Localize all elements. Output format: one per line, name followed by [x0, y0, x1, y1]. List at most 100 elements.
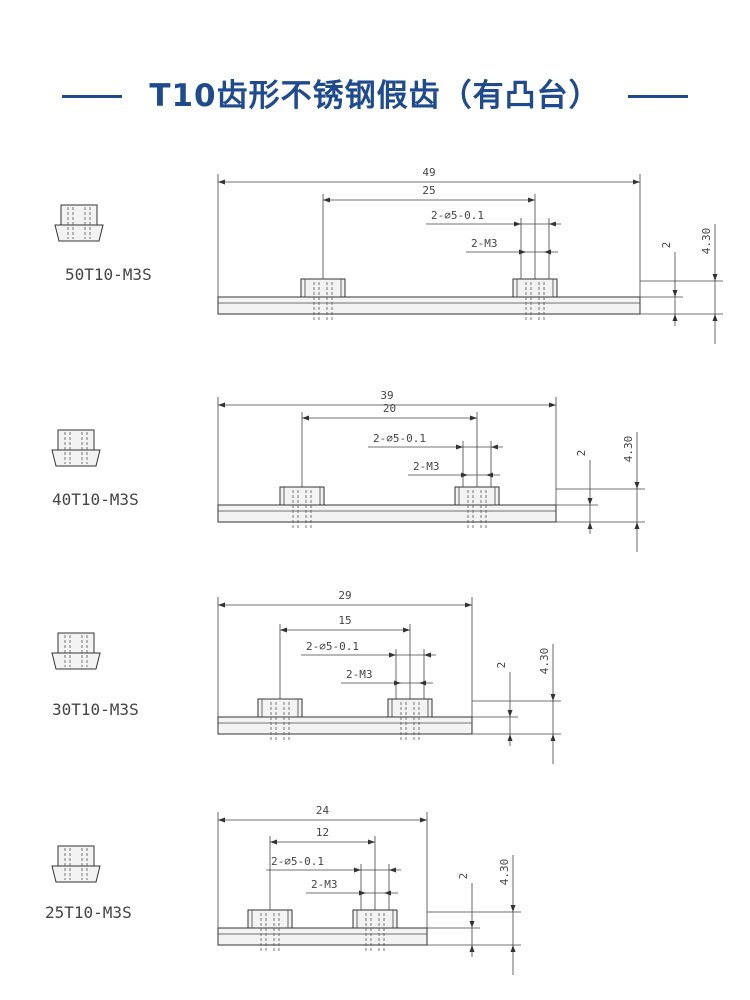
dimension-arrow [469, 945, 475, 952]
dimension-arrow [354, 867, 361, 873]
profile-top [57, 429, 95, 451]
model-label: 40T10-M3S [52, 490, 139, 509]
dimension-arrow [302, 415, 309, 421]
profile-top [57, 632, 95, 654]
profile-top [57, 845, 95, 867]
tooth-profile-icon [51, 845, 101, 883]
hole-spec-label: 2-⌀5-0.1 [306, 640, 359, 653]
dimension-arrow [514, 221, 521, 227]
profile-base [51, 449, 101, 467]
model-label: 25T10-M3S [45, 903, 132, 922]
dimension-height-small: 2 [495, 662, 508, 669]
hole-spec-label: 2-⌀5-0.1 [271, 855, 324, 868]
tooth-profile-icon [51, 632, 101, 670]
dimension-arrow [712, 274, 718, 281]
dimension-overall-length: 39 [380, 389, 393, 402]
profile-top [60, 204, 98, 226]
boss [300, 278, 346, 298]
page-title: T10齿形不锈钢假齿（有凸台） [149, 78, 601, 114]
dimension-arrow [469, 921, 475, 928]
thread-spec-label: 2-M3 [311, 878, 338, 891]
profile-base [51, 652, 101, 670]
dimension-arrow [470, 415, 477, 421]
dimension-hole-pitch: 20 [383, 402, 396, 415]
dimension-overall-length: 24 [316, 804, 330, 817]
dimension-arrow [550, 694, 556, 701]
dimension-arrow [633, 179, 640, 185]
boss [247, 909, 293, 929]
tooth-profile-icon [54, 204, 104, 242]
page-header: T10齿形不锈钢假齿（有凸台） [0, 68, 750, 124]
dimension-arrow [507, 710, 513, 717]
dimension-arrow [549, 221, 556, 227]
plate [217, 927, 428, 946]
dimension-arrow [218, 602, 225, 608]
dimension-arrow [218, 817, 225, 823]
thread-spec-label: 2-M3 [413, 460, 440, 473]
plate [217, 716, 473, 735]
dimension-arrow [510, 945, 516, 952]
boss [352, 909, 398, 929]
dimension-arrow [544, 249, 551, 255]
dimension-overall-length: 49 [422, 166, 435, 179]
plate [217, 296, 641, 315]
dimension-arrow [486, 472, 493, 478]
dimension-arrow [549, 402, 556, 408]
profile-base [51, 865, 101, 883]
dimension-arrow [528, 197, 535, 203]
dimension-arrow [218, 402, 225, 408]
thread-spec-label: 2-M3 [346, 668, 373, 681]
dimension-height-total: 4.30 [538, 648, 551, 675]
dimension-arrow [587, 522, 593, 529]
dimension-arrow [389, 867, 396, 873]
dimension-hole-pitch: 15 [338, 614, 351, 627]
dimension-arrow [280, 627, 287, 633]
title-rule-left [62, 95, 122, 98]
hole-spec-label: 2-⌀5-0.1 [373, 432, 426, 445]
model-label: 50T10-M3S [65, 265, 152, 284]
tooth-profile-icon [51, 429, 101, 467]
part-drawing: 25T10-M3S 24 12 2-⌀5-0.1 2-M3 2 4.30 [45, 804, 521, 975]
hole-spec-label: 2-⌀5-0.1 [431, 209, 484, 222]
dimension-arrow [368, 839, 375, 845]
dimension-height-total: 4.30 [700, 228, 713, 255]
dimension-hole-pitch: 25 [422, 184, 435, 197]
profile-base [54, 224, 104, 242]
dimension-arrow [403, 627, 410, 633]
dimension-arrow [519, 249, 526, 255]
dimension-arrow [712, 314, 718, 321]
boss [512, 278, 558, 298]
dimension-arrow [270, 839, 277, 845]
dimension-arrow [672, 290, 678, 297]
dimension-arrow [634, 522, 640, 529]
dimension-arrow [384, 890, 391, 896]
dimension-arrow [218, 179, 225, 185]
dimension-arrow [323, 197, 330, 203]
dimension-arrow [550, 734, 556, 741]
dimension-arrow [456, 444, 463, 450]
boss [257, 698, 303, 718]
dimension-arrow [465, 602, 472, 608]
dimension-arrow [587, 498, 593, 505]
dimension-hole-pitch: 12 [316, 826, 329, 839]
dimension-overall-length: 29 [338, 589, 351, 602]
dimension-arrow [389, 652, 396, 658]
dimension-height-total: 4.30 [622, 436, 635, 463]
dimension-arrow [424, 652, 431, 658]
boss [387, 698, 433, 718]
dimension-arrow [419, 680, 426, 686]
dimension-height-total: 4.30 [498, 859, 511, 886]
dimension-height-small: 2 [457, 873, 470, 880]
dimension-arrow [359, 890, 366, 896]
part-drawing: 30T10-M3S 29 15 2-⌀5-0.1 2-M3 2 4.30 [51, 589, 561, 764]
plate [217, 504, 557, 523]
dimension-arrow [394, 680, 401, 686]
boss [279, 486, 325, 506]
model-label: 30T10-M3S [52, 700, 139, 719]
dimension-arrow [420, 817, 427, 823]
boss [454, 486, 500, 506]
title-rule-right [628, 95, 688, 98]
